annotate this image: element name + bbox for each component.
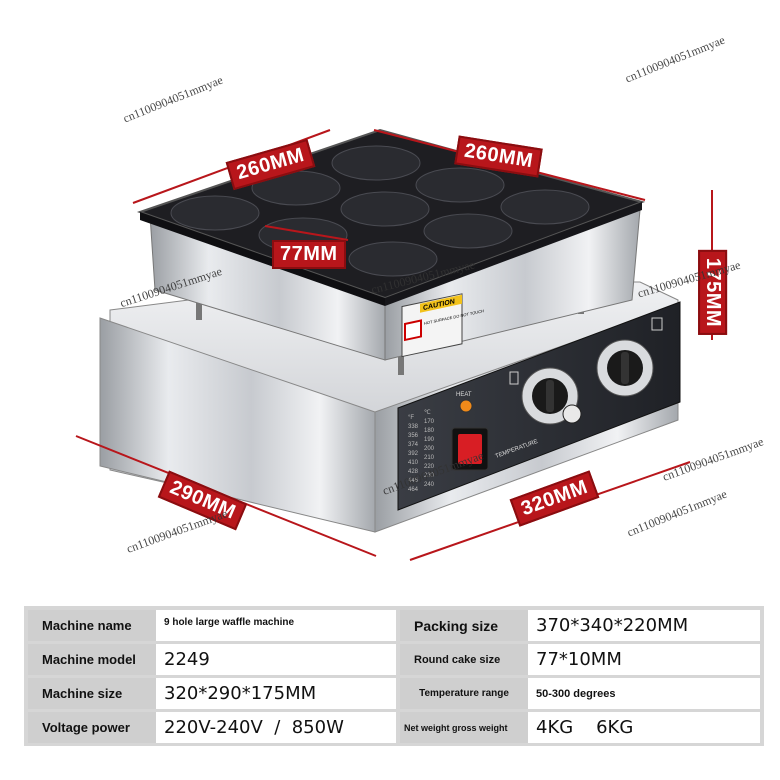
spec-label: Machine model bbox=[28, 644, 156, 675]
power-switch-rocker[interactable] bbox=[458, 434, 482, 464]
temperature-scale-value: °F bbox=[408, 415, 414, 421]
temperature-scale-value: 338 bbox=[408, 424, 419, 430]
temperature-scale-value: 410 bbox=[408, 460, 419, 466]
spec-value: 77*10MM bbox=[528, 644, 760, 675]
spec-value: 9 hole large waffle machine bbox=[156, 610, 396, 641]
cake-mold bbox=[348, 241, 438, 277]
spec-table: Machine name 9 hole large waffle machine… bbox=[24, 606, 764, 746]
temperature-scale-value: 200 bbox=[424, 446, 435, 452]
cake-mold bbox=[170, 195, 260, 231]
temperature-scale-value: 230 bbox=[424, 473, 435, 479]
temperature-scale: ℃ 170 180 190 200 210 220 230 240 °F 338 356 374 392 4… bbox=[408, 410, 435, 493]
temperature-scale-value: ℃ bbox=[424, 410, 431, 416]
temperature-scale-value: 356 bbox=[408, 433, 419, 439]
heat-indicator-light bbox=[459, 399, 473, 413]
spec-label: Machine size bbox=[28, 678, 156, 709]
temperature-scale-value: 374 bbox=[408, 442, 419, 448]
spec-value: 2249 bbox=[156, 644, 396, 675]
spec-label: Round cake size bbox=[400, 644, 528, 675]
temperature-scale-value: 220 bbox=[424, 464, 435, 470]
panel-symbol-icon bbox=[651, 317, 663, 331]
support-leg bbox=[398, 345, 404, 375]
temperature-scale-value: 190 bbox=[424, 437, 435, 443]
product-illustration: CAUTION HOT SURFACE DO NOT TOUCH HEAT TE… bbox=[75, 128, 713, 561]
cake-mold bbox=[500, 189, 590, 225]
temperature-scale-value: 464 bbox=[408, 487, 419, 493]
spec-label: Temperature range bbox=[400, 678, 528, 709]
spec-value: 220V-240V / 850W bbox=[156, 712, 396, 743]
spec-value: 320*290*175MM bbox=[156, 678, 396, 709]
dim-line-hole bbox=[264, 225, 349, 241]
cake-mold bbox=[331, 145, 421, 181]
thermometer-icon bbox=[509, 371, 519, 385]
spec-label: Net weight gross weight bbox=[400, 712, 528, 743]
dim-hole-label: 77MM bbox=[272, 240, 346, 269]
temperature-scale-value: 428 bbox=[408, 469, 419, 475]
temperature-scale-value: 240 bbox=[424, 482, 435, 488]
spec-label: Machine name bbox=[28, 610, 156, 641]
cake-mold bbox=[423, 213, 513, 249]
heat-label: HEAT bbox=[456, 392, 472, 398]
cake-mold bbox=[415, 167, 505, 203]
caution-sticker: CAUTION HOT SURFACE DO NOT TOUCH bbox=[401, 293, 484, 358]
spec-value: 50-300 degrees bbox=[528, 678, 760, 709]
cake-mold bbox=[340, 191, 430, 227]
spec-value: 4KG 6KG bbox=[528, 712, 760, 743]
reset-button[interactable] bbox=[562, 404, 582, 424]
temperature-scale-value: 180 bbox=[424, 428, 435, 434]
temperature-scale-value: 446 bbox=[408, 478, 419, 484]
control-panel: HEAT TEMPERATURE bbox=[451, 317, 663, 471]
spec-label: Packing size bbox=[400, 610, 528, 641]
temperature-scale-value: 210 bbox=[424, 455, 435, 461]
temperature-scale-value: 392 bbox=[408, 451, 419, 457]
spec-label: Voltage power bbox=[28, 712, 156, 743]
temperature-scale-value: 170 bbox=[424, 419, 435, 425]
spec-value: 370*340*220MM bbox=[528, 610, 760, 641]
support-leg bbox=[196, 292, 202, 320]
